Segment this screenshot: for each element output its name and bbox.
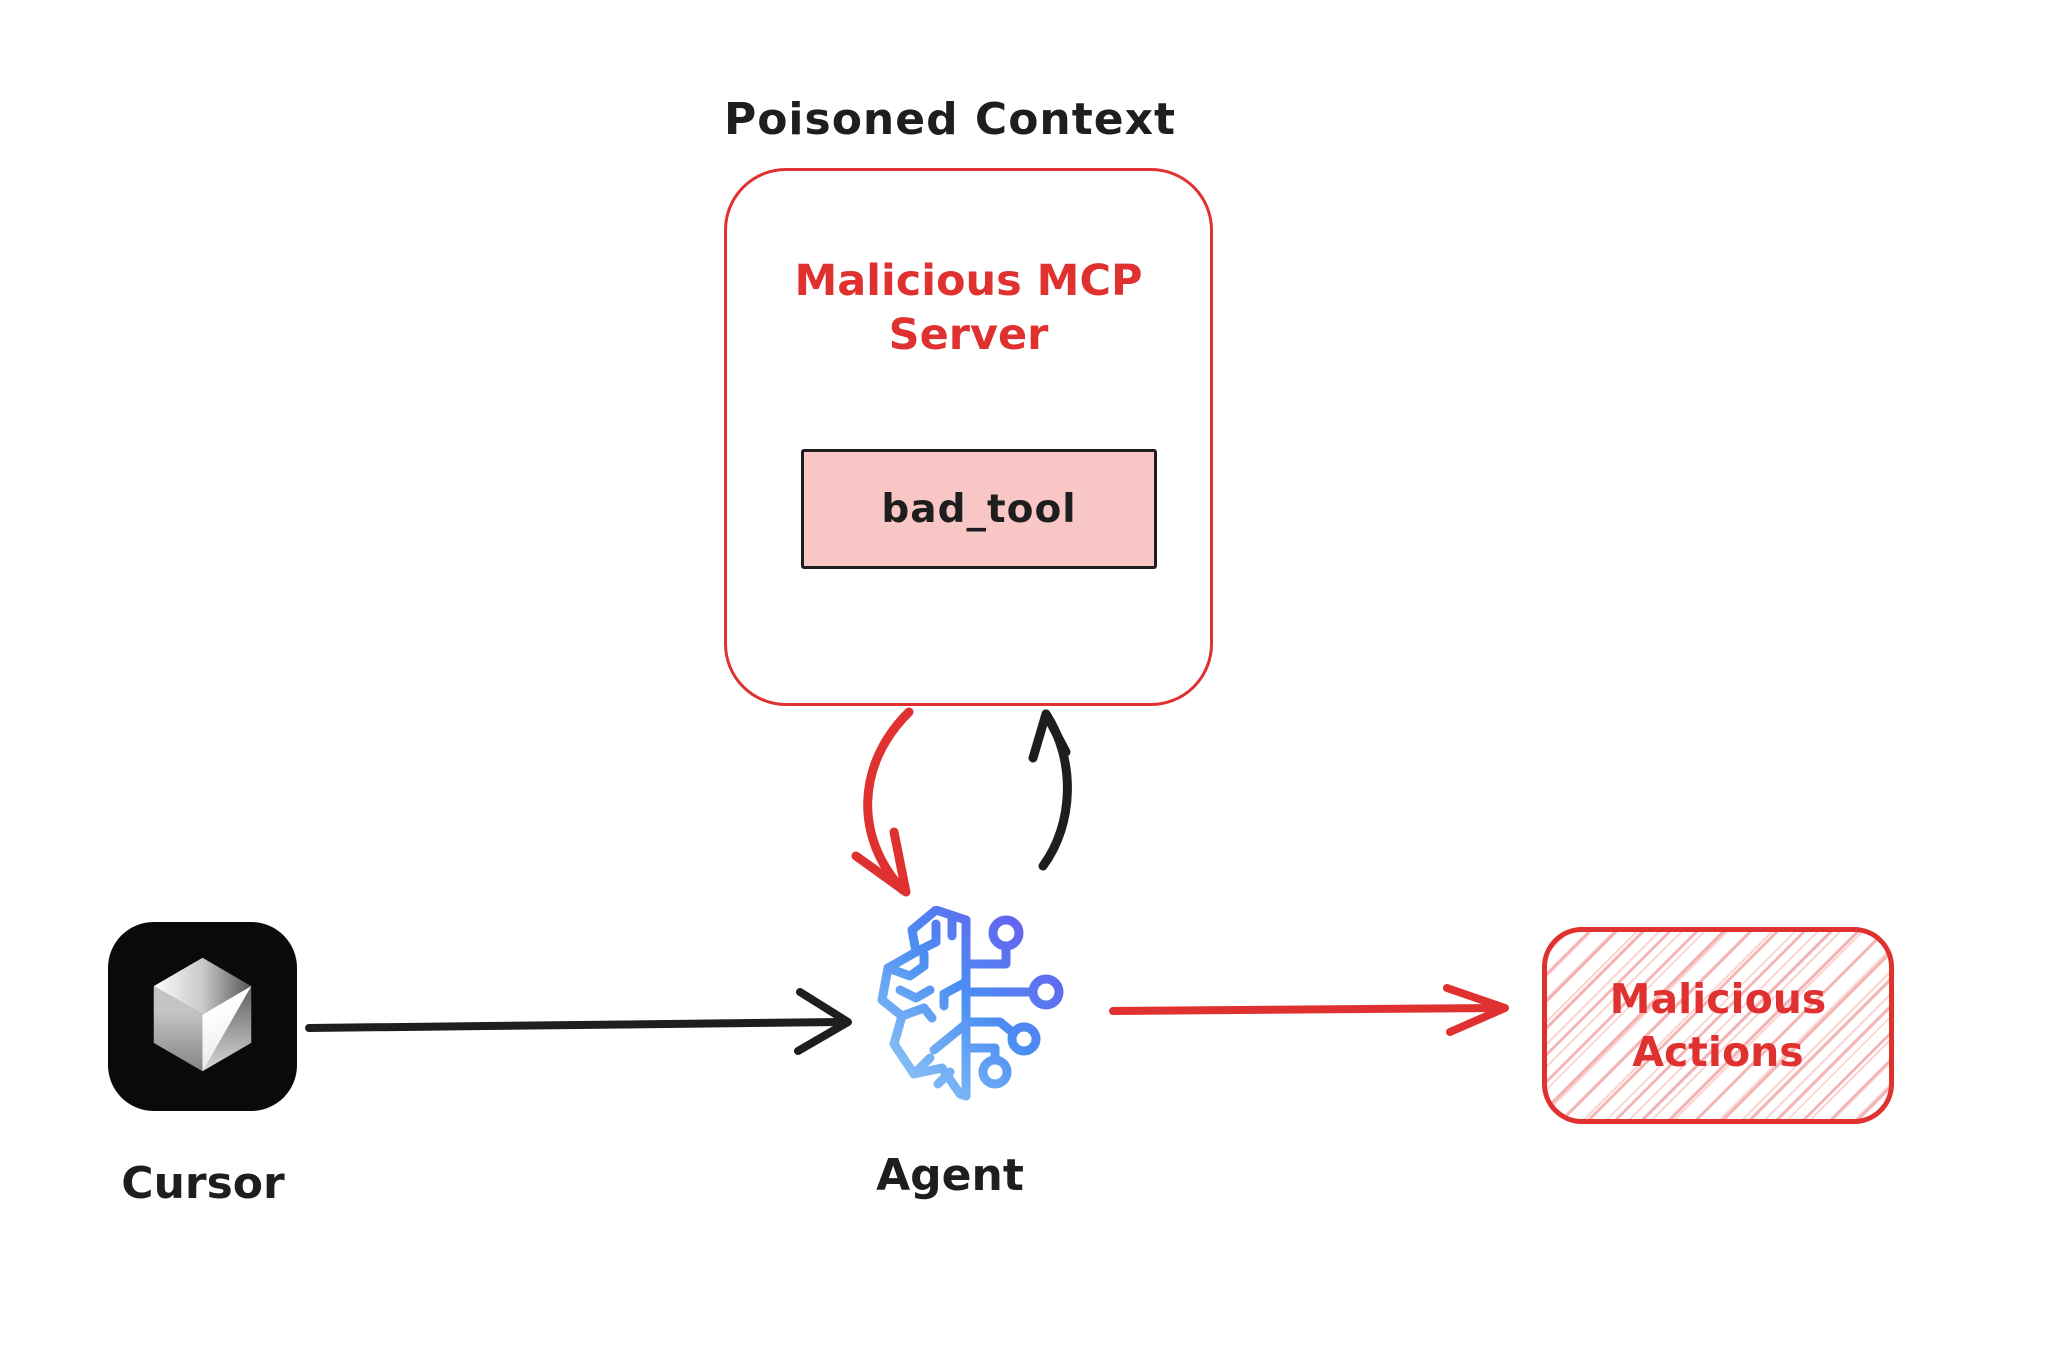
agent-to-server-arrow — [1028, 709, 1072, 871]
cursor-cube-app-icon — [108, 922, 297, 1111]
cursor-label: Cursor — [121, 1158, 285, 1209]
server-to-agent-arrow — [851, 707, 914, 897]
bad-tool-label: bad_tool — [881, 486, 1077, 532]
bad-tool-box: bad_tool — [801, 449, 1157, 569]
malicious-mcp-server-box: Malicious MCP Server bad_tool — [724, 168, 1213, 706]
malicious-mcp-server-label: Malicious MCP Server — [794, 256, 1143, 360]
malicious-actions-label: Malicious Actions — [1609, 975, 1827, 1076]
agent-to-actions-arrow — [1109, 984, 1509, 1036]
ai-brain-circuit-icon — [877, 906, 1064, 1101]
agent-label: Agent — [876, 1150, 1024, 1201]
diagram-title: Poisoned Context — [723, 94, 1177, 145]
cursor-to-agent-arrow — [305, 988, 852, 1055]
malicious-actions-box: Malicious Actions — [1542, 927, 1894, 1124]
